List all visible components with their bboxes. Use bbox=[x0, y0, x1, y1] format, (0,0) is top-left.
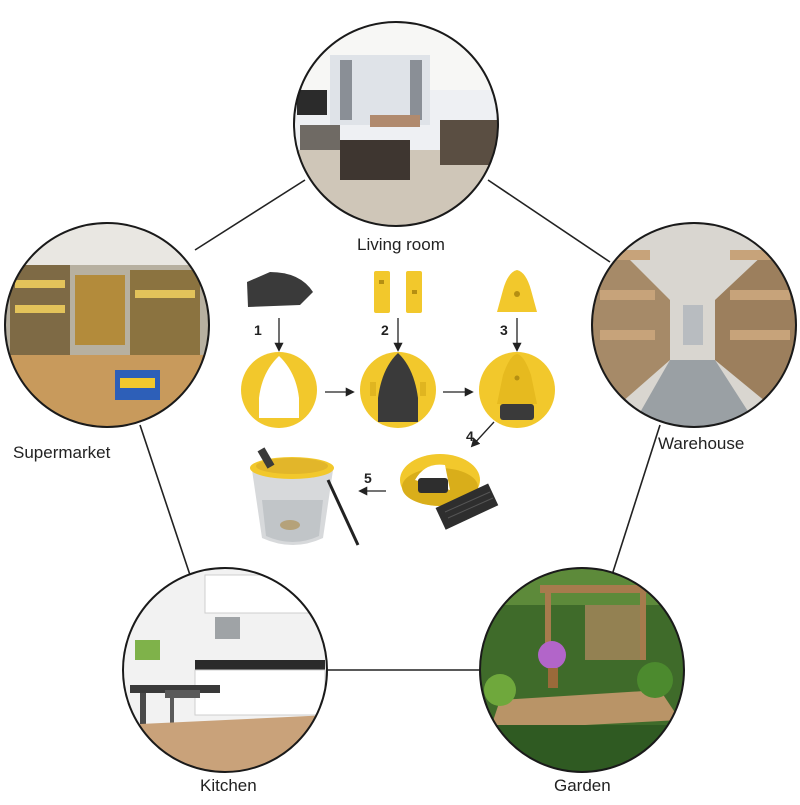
supermarket-circle bbox=[4, 222, 210, 428]
garden-circle bbox=[479, 567, 685, 773]
lid-cutout bbox=[241, 352, 317, 428]
lid-with-flap bbox=[360, 352, 436, 428]
supermarket-label: Supermarket bbox=[13, 443, 111, 462]
living-room-circle bbox=[293, 21, 499, 227]
warehouse-label: Warehouse bbox=[658, 434, 745, 453]
step-number-1: 1 bbox=[254, 322, 262, 338]
kitchen-label: Kitchen bbox=[200, 776, 257, 795]
garden-label: Garden bbox=[554, 776, 611, 795]
step3-bell-part bbox=[497, 270, 537, 312]
step2-slat-parts bbox=[374, 271, 422, 313]
living-room-label: Living room bbox=[357, 235, 445, 254]
warehouse-photo bbox=[592, 223, 796, 427]
warehouse-circle bbox=[591, 222, 797, 428]
step-number-3: 3 bbox=[500, 322, 508, 338]
step1-flap-part bbox=[247, 272, 313, 307]
step-number-5: 5 bbox=[364, 470, 372, 486]
arrow-diagonal-icon bbox=[470, 421, 495, 448]
supermarket-photo bbox=[5, 223, 209, 427]
step-arrows bbox=[274, 318, 522, 496]
step-number-4: 4 bbox=[466, 428, 474, 444]
step-number-2: 2 bbox=[381, 322, 389, 338]
connector-line bbox=[487, 179, 611, 263]
lid-with-bell bbox=[479, 352, 555, 428]
connector-line bbox=[194, 179, 306, 251]
bucket-trap bbox=[250, 447, 360, 546]
garden-photo bbox=[480, 568, 684, 772]
assembled-lid-ramp bbox=[400, 454, 499, 530]
connector-line bbox=[611, 424, 661, 576]
kitchen-photo bbox=[123, 568, 327, 772]
kitchen-circle bbox=[122, 567, 328, 773]
pentagon-lines bbox=[139, 179, 661, 671]
connector-line bbox=[139, 424, 191, 576]
